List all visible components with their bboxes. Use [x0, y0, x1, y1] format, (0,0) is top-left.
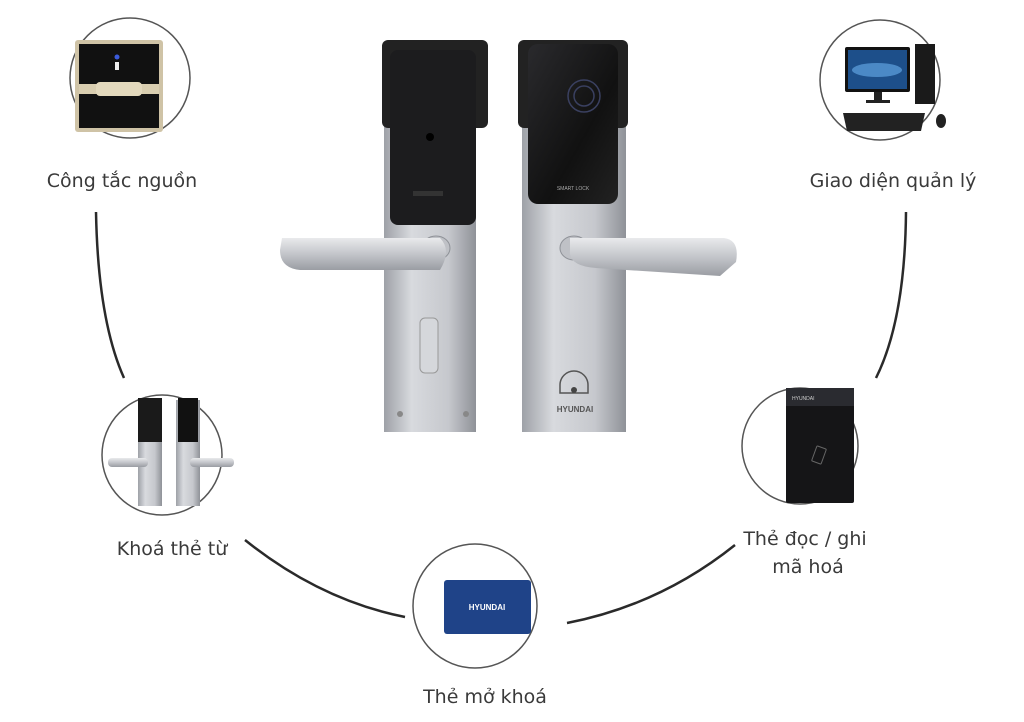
- node-circle-card-lock: [101, 394, 223, 516]
- connector-lines: [94, 211, 908, 625]
- label-card-lock: Khoá thẻ từ: [116, 538, 228, 560]
- connector-card-encoder: [566, 544, 736, 625]
- unlock-card-brand: HYUNDAI: [469, 603, 505, 612]
- computer-image: [843, 44, 946, 131]
- label-unlock-card: Thẻ mở khoá: [423, 686, 547, 708]
- card-encoder-image: HYUNDAI: [786, 388, 854, 503]
- label-management-interface: Giao diện quản lý: [809, 170, 977, 192]
- connector-lock-card: [244, 539, 406, 619]
- node-circle-power-switch: [69, 17, 191, 139]
- main-lock-brand: HYUNDAI: [557, 405, 593, 414]
- connector-encoder-interface: [874, 211, 908, 379]
- main-lock-image: SMART LOCK HYUNDAI: [280, 40, 737, 432]
- card-lock-image: [108, 398, 234, 506]
- encoder-brand: HYUNDAI: [792, 396, 815, 402]
- main-lock-panel-text: SMART LOCK: [557, 186, 590, 192]
- label-card-encoder-line1: Thẻ đọc / ghi: [743, 528, 867, 550]
- node-circle-interface: [819, 19, 941, 141]
- connector-switch-lock: [94, 211, 126, 379]
- label-card-encoder-line2: mã hoá: [772, 556, 844, 578]
- power-switch-image: [75, 40, 163, 132]
- label-power-switch: Công tắc nguồn: [46, 170, 198, 192]
- unlock-card-image: HYUNDAI: [444, 580, 531, 634]
- node-circle-unlock-card: [412, 543, 538, 669]
